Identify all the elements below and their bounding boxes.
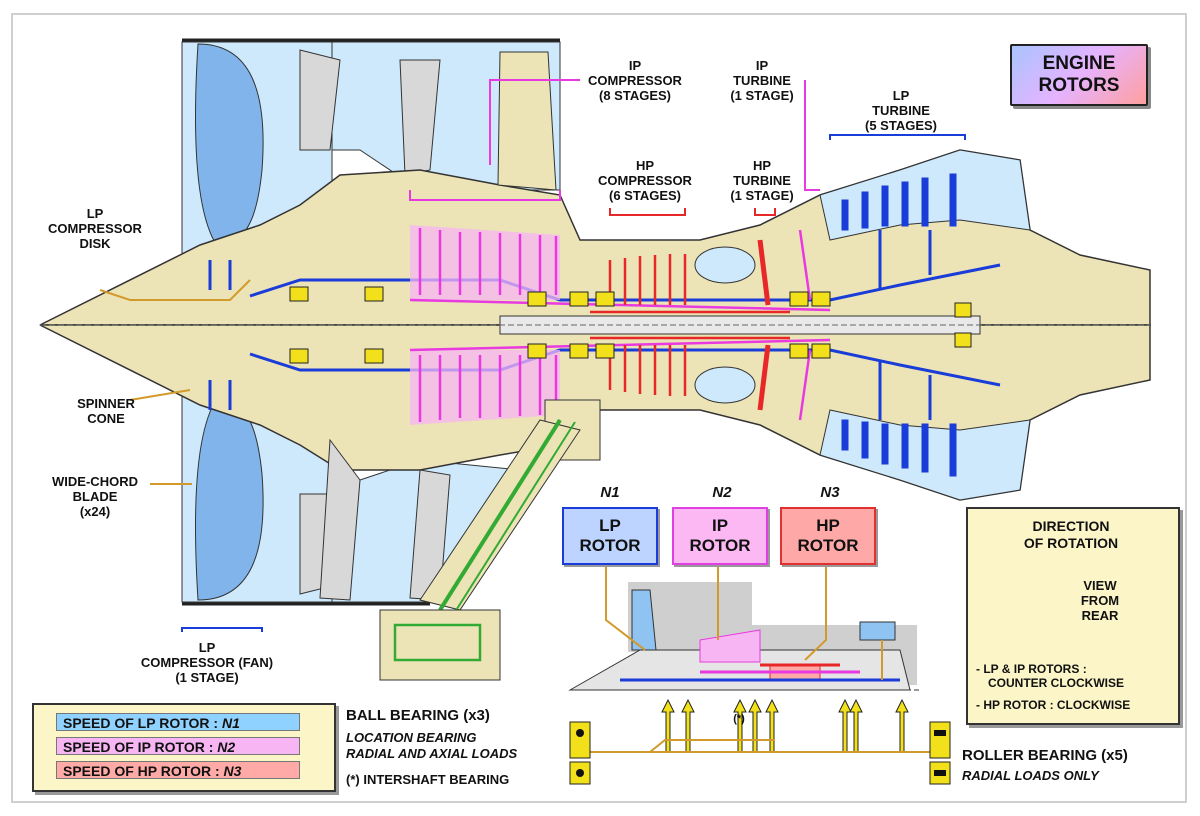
bearings	[289, 286, 972, 364]
bearing-legend-lines	[590, 739, 950, 753]
ball-bearing-sub2: RADIAL AND AXIAL LOADS	[346, 746, 518, 761]
speed-legend-panel: SPEED OF LP ROTOR : N1 SPEED OF IP ROTOR…	[32, 703, 336, 792]
ip-compressor	[409, 225, 831, 425]
n1-label: N1	[600, 484, 620, 501]
speed-ip-row: SPEED OF IP ROTOR : N2	[56, 737, 300, 755]
speed-hp-row: SPEED OF HP ROTOR : N3	[56, 761, 300, 779]
title-box: ENGINE ROTORS	[1010, 44, 1148, 106]
n3-label: N3	[820, 484, 840, 501]
title-line-1: ENGINE	[1042, 53, 1116, 74]
intershaft-star: (*)	[733, 713, 745, 725]
intershaft-bearing-label: (*) INTERSHAFT BEARING	[346, 772, 510, 787]
ball-bearing-sub1: LOCATION BEARING	[346, 730, 477, 745]
bearing-arrows	[661, 698, 909, 753]
speed-lp-row: SPEED OF LP ROTOR : N1	[56, 713, 300, 731]
rotation-note-lp-ip: - LP & IP ROTORS : COUNTER CLOCKWISE	[976, 662, 1124, 690]
roller-bearing-label: ROLLER BEARING (x5)	[962, 747, 1128, 764]
lp-turbine-blades	[841, 173, 957, 477]
leader-lines	[99, 79, 966, 632]
rotation-panel	[966, 507, 1180, 725]
rotor-schematic	[568, 560, 920, 691]
title-line-2: ROTORS	[1038, 75, 1120, 96]
frame	[11, 13, 1187, 803]
bearing-symbols	[569, 721, 951, 785]
ball-bearing-label: BALL BEARING (x3)	[346, 707, 490, 724]
roller-bearing-sub: RADIAL LOADS ONLY	[962, 768, 1099, 783]
combustor	[694, 246, 756, 404]
gearbox-drive	[379, 399, 601, 681]
rotation-note-hp: - HP ROTOR : CLOCKWISE	[976, 698, 1131, 712]
n2-label: N2	[712, 484, 732, 501]
